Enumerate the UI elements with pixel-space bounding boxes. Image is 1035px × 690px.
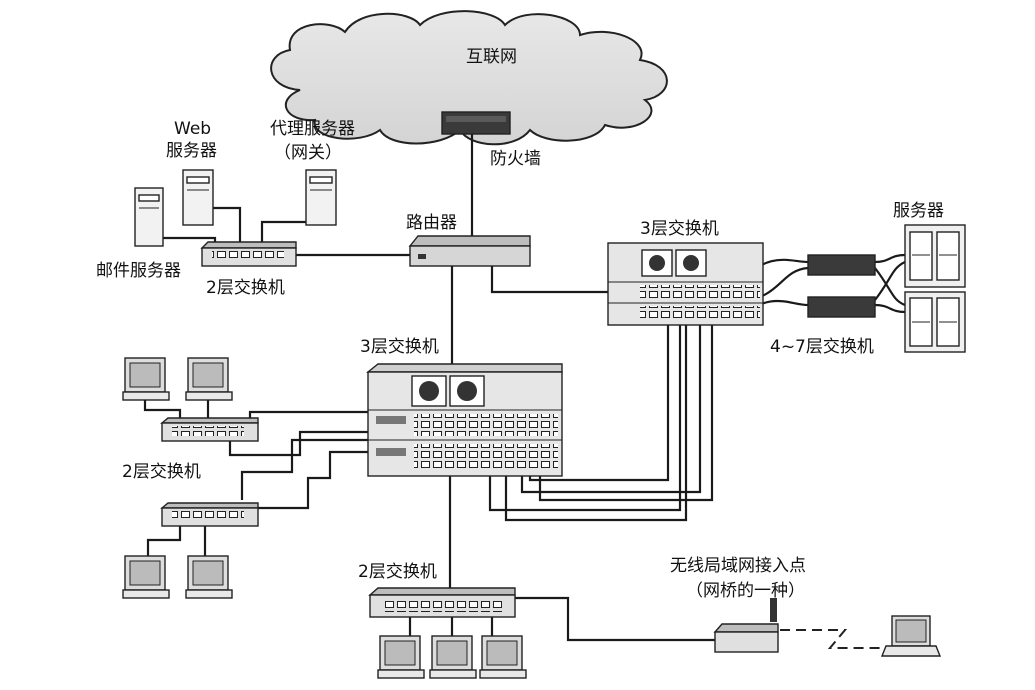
l3-switch-right-label: 3层交换机	[640, 219, 719, 239]
web-server	[182, 169, 214, 226]
internet-cloud	[270, 10, 668, 146]
server-rack-lower	[904, 291, 966, 353]
server-rack-upper	[904, 224, 966, 288]
servers-label: 服务器	[893, 201, 944, 221]
l2-switch-bottom	[368, 587, 516, 618]
proxy-server	[305, 169, 337, 226]
computer-left-3	[122, 555, 170, 599]
router-label: 路由器	[406, 213, 457, 233]
l2-switch-top	[200, 241, 297, 267]
l3-switch-center	[366, 363, 563, 477]
computer-left-4	[185, 555, 233, 599]
firewall-device	[441, 111, 511, 135]
l47-switch-upper	[807, 254, 876, 276]
l2-switch-left-upper	[160, 417, 259, 442]
web-server-label-line1: Web	[174, 119, 211, 139]
proxy-label-line2: （网关）	[274, 143, 342, 163]
wlan-ap-label-line1: 无线局域网接入点	[670, 556, 806, 576]
l2-switch-left-lower	[160, 502, 259, 527]
l2-switch-bottom-label: 2层交换机	[358, 562, 437, 582]
computer-bottom-2	[429, 635, 477, 679]
mail-server	[134, 187, 164, 247]
computer-left-1	[122, 357, 170, 401]
wires	[143, 134, 906, 642]
l3-switch-right	[607, 242, 764, 326]
computer-left-2	[185, 357, 233, 401]
l2-switch-left-label: 2层交换机	[122, 462, 201, 482]
mail-server-label: 邮件服务器	[96, 261, 181, 281]
laptop-computer	[880, 615, 942, 657]
l47-switch-lower	[807, 296, 876, 318]
web-server-label-line2: 服务器	[166, 141, 217, 161]
proxy-label-line1: 代理服务器	[270, 119, 355, 139]
l2-switch-top-label: 2层交换机	[206, 278, 285, 298]
firewall-label: 防火墙	[490, 149, 541, 169]
router-device	[408, 235, 531, 267]
wlan-ap-label-line2: （网桥的一种）	[686, 581, 805, 601]
wireless-link	[780, 629, 888, 649]
computer-bottom-3	[479, 635, 527, 679]
internet-label: 互联网	[466, 47, 517, 67]
l47-switch-label: 4~7层交换机	[770, 337, 874, 357]
computer-bottom-1	[377, 635, 425, 679]
wireless-access-point	[713, 598, 779, 653]
l3-switch-center-label: 3层交换机	[360, 337, 439, 357]
